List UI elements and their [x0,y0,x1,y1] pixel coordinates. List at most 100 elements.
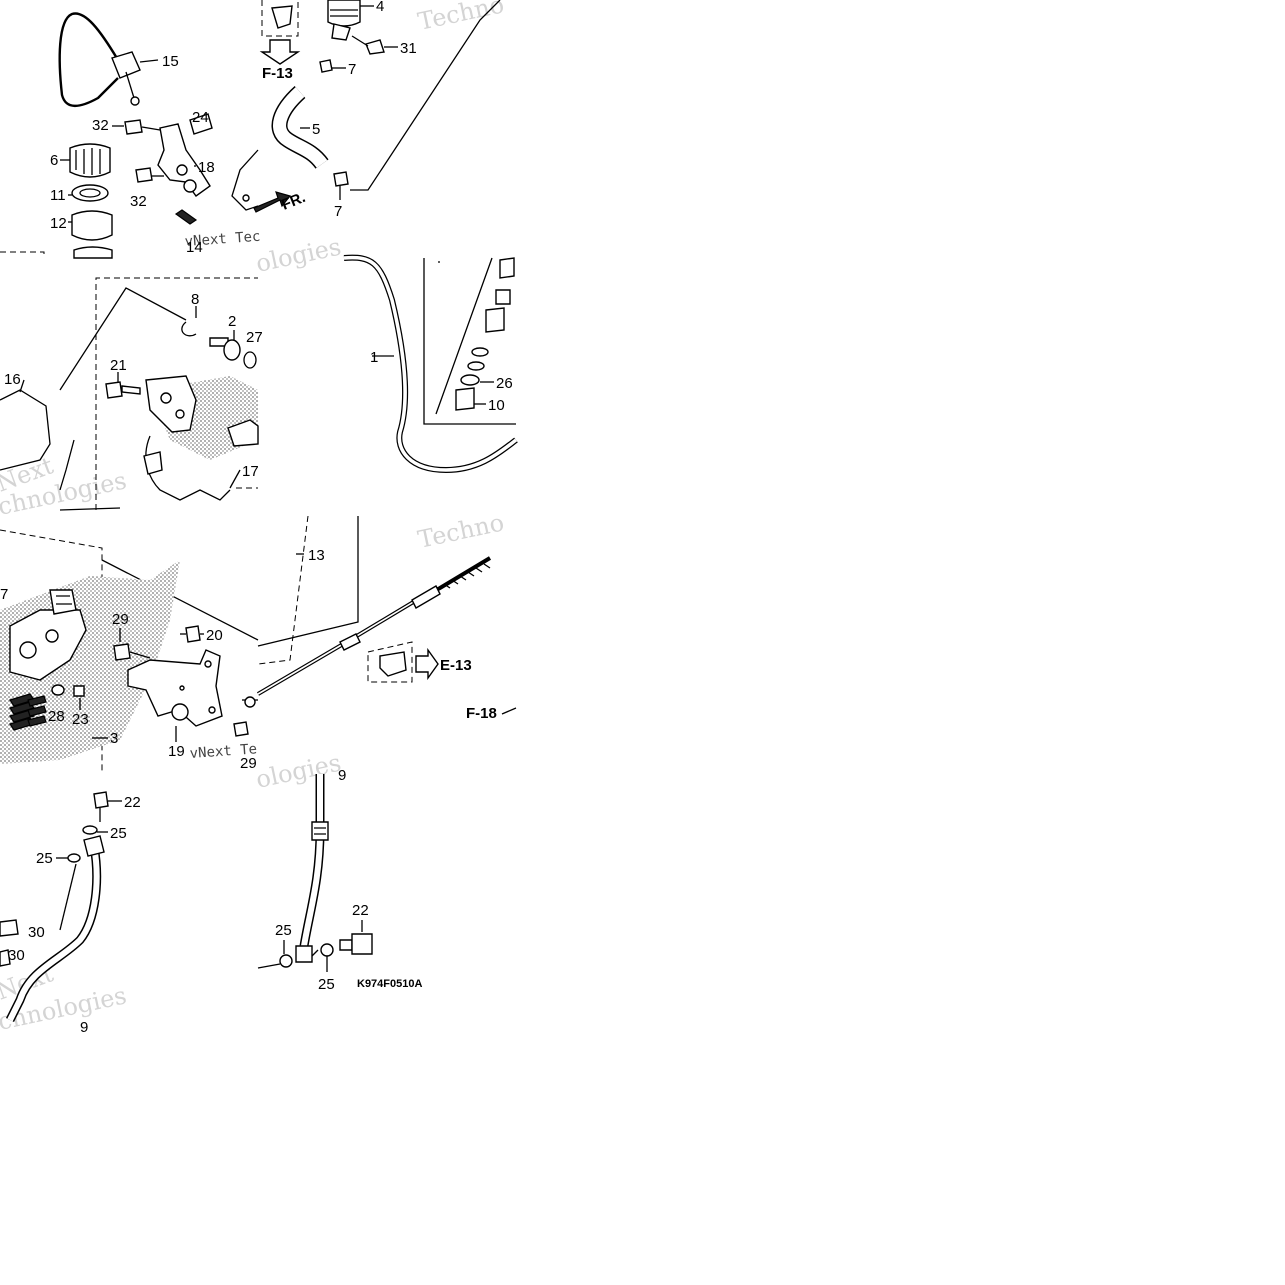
callout-25: 25 [36,850,53,867]
callout-13: 13 [308,547,325,564]
hose-ring [311,821,329,841]
callout-6: 6 [50,152,58,169]
bolt [113,643,131,661]
reference-arrow-icon [259,39,301,65]
lever-hole [160,392,172,404]
cable-fill [257,597,421,695]
panel-clutch-mount: 8 2 27 21 17 16 [0,277,263,511]
cover-outline [0,389,51,471]
cover-port [19,641,37,659]
clamp [319,59,333,73]
cable-end [59,439,75,491]
hose-loop [58,12,120,108]
bolt [124,119,143,135]
banjo-bolt-head [93,791,109,809]
spring [174,209,198,225]
cable-grommet [339,633,361,651]
callout-9: 9 [338,767,346,784]
callout-4: 4 [376,0,384,15]
bolt [0,919,19,937]
diaphragm-plate [71,184,109,202]
panel-hose-lower-right: 9 25 25 22 K974F0510A [257,767,422,993]
callout-11: 11 [50,187,66,204]
callout-20: 20 [206,627,223,644]
bolt [105,381,123,399]
sealing-washer [279,954,293,968]
clip-detail [379,651,407,677]
callout-25: 25 [318,976,335,993]
spring-coil [27,695,47,707]
clip-wire [125,71,135,99]
dashed-box [261,0,299,37]
front-label: FR. [279,189,308,214]
cover-port [45,629,59,643]
diaphragm [71,210,113,241]
sealing-washer [82,825,98,835]
reservoir-rings [330,9,358,17]
callout-27: 27 [246,329,263,346]
callout-9: 9 [80,1019,88,1036]
clutch-lever [145,375,197,433]
callout-29: 29 [112,611,129,628]
leader [229,469,241,489]
clamp [333,171,349,187]
callout-2: 2 [228,313,236,330]
cable-bracket [127,649,223,727]
hose-clamp [111,51,141,79]
bolt [135,167,153,183]
ref-arrow-line [501,707,517,715]
panel-upper-hose: F-13 4 31 7 5 7 [259,0,501,220]
cable-fill [343,255,518,472]
lever-hole [175,409,185,419]
panel-clutch-cover: 7 28 23 3 29 20 1 [0,529,259,774]
o-ring [460,374,480,386]
callout-14: 14 [186,239,203,256]
callout-21: 21 [110,357,127,374]
watermark-text: vNext Te [189,741,257,762]
callout-8: 8 [191,291,199,308]
diagram-code: K974F0510A [357,978,422,990]
clutch-springs [9,693,47,731]
piston [485,307,505,333]
assembly-line [101,559,259,641]
leader [59,863,77,931]
reservoir-body [327,0,361,27]
callout-15: 15 [162,53,179,70]
ring-lines [314,827,326,835]
frame-line [257,516,359,647]
washer [471,347,489,357]
threaded-end [443,563,491,589]
callout-12: 12 [50,215,67,232]
spring-coil [9,709,35,723]
callout-bracket-line [350,0,501,191]
panel-reservoir: 15 6 11 12 24 32 18 32 14 FR. [0,12,308,259]
bolt [0,949,11,967]
leader [141,126,161,131]
reservoir-top [73,246,113,259]
bracket-clip [143,451,163,475]
bracket-hole [179,685,185,691]
lever-arm [227,419,259,447]
callout-22: 22 [124,794,141,811]
callout-24: 24 [192,109,209,126]
seal [495,289,511,305]
callout-7: 7 [334,203,342,220]
callout-7: 7 [0,586,8,603]
dashed-box [367,641,413,683]
leader [311,949,319,957]
callout-31: 31 [400,40,417,57]
callout-25: 25 [110,825,127,842]
watermark-text: vNext Tec [184,229,261,250]
hose-stub [257,963,281,969]
spring-coil [27,715,47,727]
bracket-hole [171,703,189,721]
front-arrow-icon [253,191,292,213]
bracket-hole [176,164,188,176]
cover-body [9,609,87,681]
circlip [181,321,197,337]
boss-lines [56,595,72,605]
banjo-bolt-shank [339,939,353,951]
leader [351,35,369,47]
callout-30: 30 [8,947,25,964]
panel-hose-lower-left: 22 25 25 30 30 9 [0,791,141,1036]
